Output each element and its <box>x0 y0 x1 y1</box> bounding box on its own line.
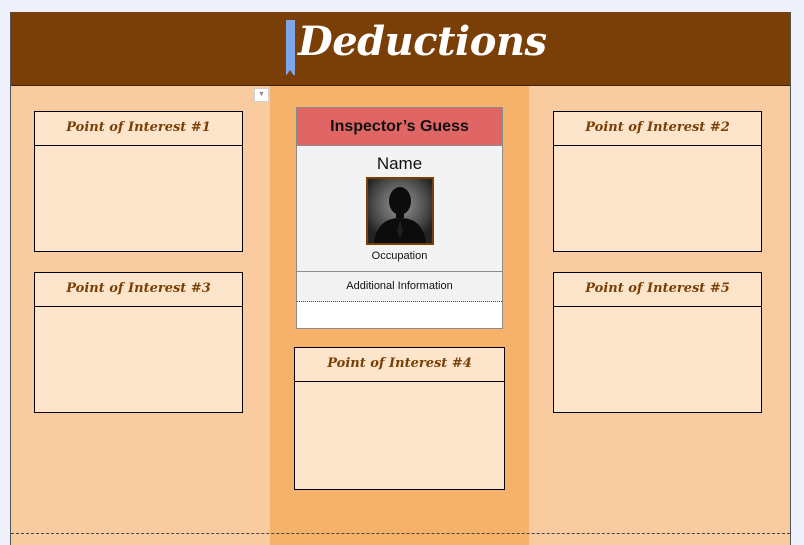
page-break-divider <box>11 533 790 534</box>
inspector-guess-card[interactable]: Inspector’s Guess Name Occupation Ad <box>296 107 503 329</box>
poi-card-5[interactable]: Point of Interest #5 <box>553 272 762 413</box>
poi-card-1[interactable]: Point of Interest #1 <box>34 111 243 252</box>
suspect-name-label[interactable]: Name <box>376 154 423 173</box>
poi-body[interactable] <box>35 307 242 413</box>
suspect-profile: Name Occupation <box>297 146 502 272</box>
poi-title: Point of Interest #3 <box>35 273 242 307</box>
poi-body[interactable] <box>295 382 504 488</box>
poi-title: Point of Interest #5 <box>554 273 761 307</box>
additional-info-label[interactable]: Additional Information <box>297 272 502 302</box>
page-title: Deductions <box>298 18 547 65</box>
poi-title: Point of Interest #4 <box>295 348 504 382</box>
poi-card-3[interactable]: Point of Interest #3 <box>34 272 243 413</box>
bookmark-icon <box>286 20 295 76</box>
person-silhouette-icon[interactable] <box>365 177 434 245</box>
poi-body[interactable] <box>554 307 761 413</box>
poi-title: Point of Interest #2 <box>554 112 761 146</box>
poi-body[interactable] <box>35 146 242 252</box>
poi-title: Point of Interest #1 <box>35 112 242 146</box>
occupation-label[interactable]: Occupation <box>371 250 428 262</box>
chevron-down-icon[interactable]: ▼ <box>254 88 269 102</box>
poi-card-4[interactable]: Point of Interest #4 <box>294 347 505 490</box>
poi-card-2[interactable]: Point of Interest #2 <box>553 111 762 252</box>
header-banner: Deductions <box>11 12 790 86</box>
poi-body[interactable] <box>554 146 761 252</box>
guess-title: Inspector’s Guess <box>297 108 502 146</box>
